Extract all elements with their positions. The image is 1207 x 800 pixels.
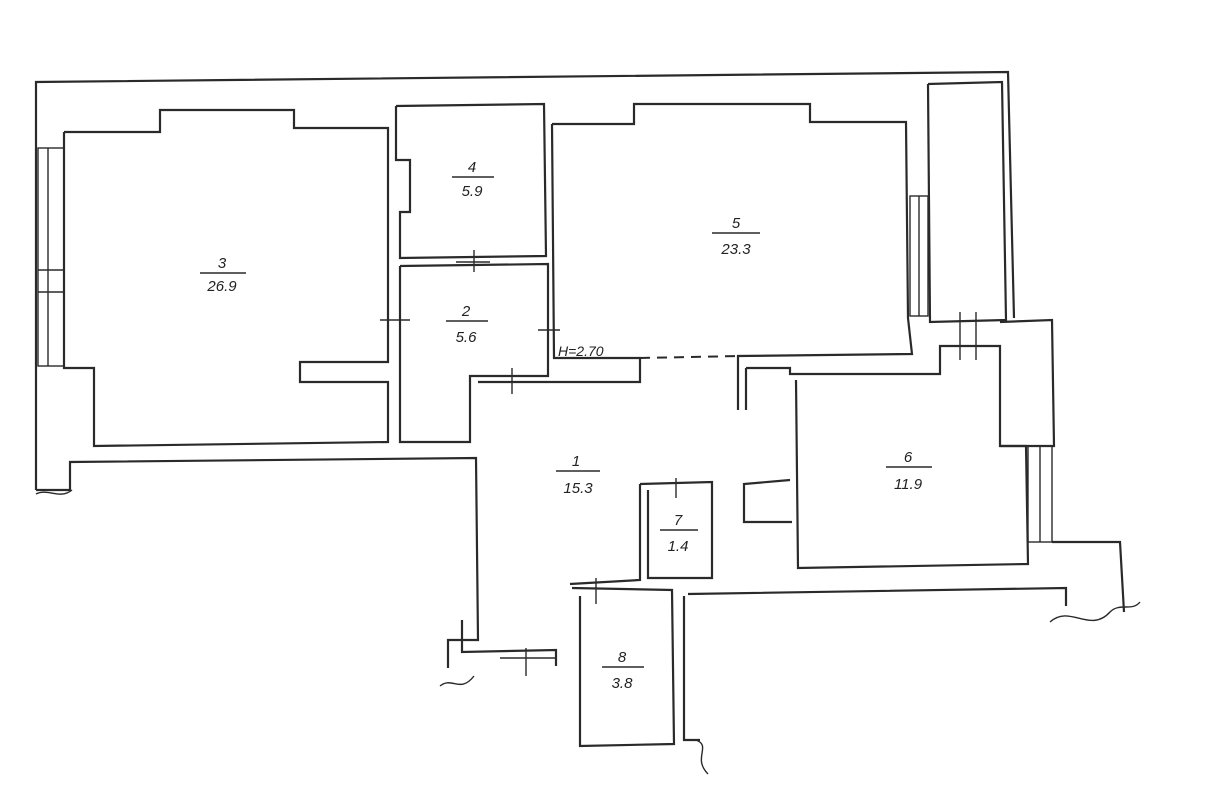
ceiling-height-label: H=2.70 bbox=[558, 343, 604, 359]
room-number: 7 bbox=[674, 512, 683, 529]
room-number: 3 bbox=[218, 255, 227, 272]
room-area: 3.8 bbox=[612, 675, 634, 692]
walls bbox=[34, 70, 1141, 775]
room-label-8: 8 3.8 bbox=[602, 649, 644, 692]
room-area: 5.9 bbox=[462, 183, 484, 200]
room-number: 4 bbox=[468, 159, 476, 176]
room-area: 1.4 bbox=[668, 538, 689, 555]
room-number: 1 bbox=[572, 453, 580, 470]
room-number: 8 bbox=[618, 649, 627, 666]
room-area: 26.9 bbox=[206, 278, 237, 295]
room-area: 15.3 bbox=[563, 480, 593, 497]
room-label-5: 5 23.3 bbox=[712, 215, 760, 258]
room-area: 11.9 bbox=[894, 476, 923, 493]
room-area: 23.3 bbox=[720, 241, 751, 258]
room-label-3: 3 26.9 bbox=[200, 255, 246, 295]
room-label-1: 1 15.3 bbox=[556, 453, 600, 497]
room-number: 2 bbox=[461, 303, 471, 320]
room-label-4: 4 5.9 bbox=[452, 159, 494, 200]
room-label-7: 7 1.4 bbox=[660, 512, 698, 555]
room-number: 6 bbox=[904, 449, 913, 466]
room-label-6: 6 11.9 bbox=[886, 449, 932, 493]
room-number: 5 bbox=[732, 215, 741, 232]
room-label-2: 2 5.6 bbox=[446, 303, 488, 346]
room-area: 5.6 bbox=[456, 329, 478, 346]
